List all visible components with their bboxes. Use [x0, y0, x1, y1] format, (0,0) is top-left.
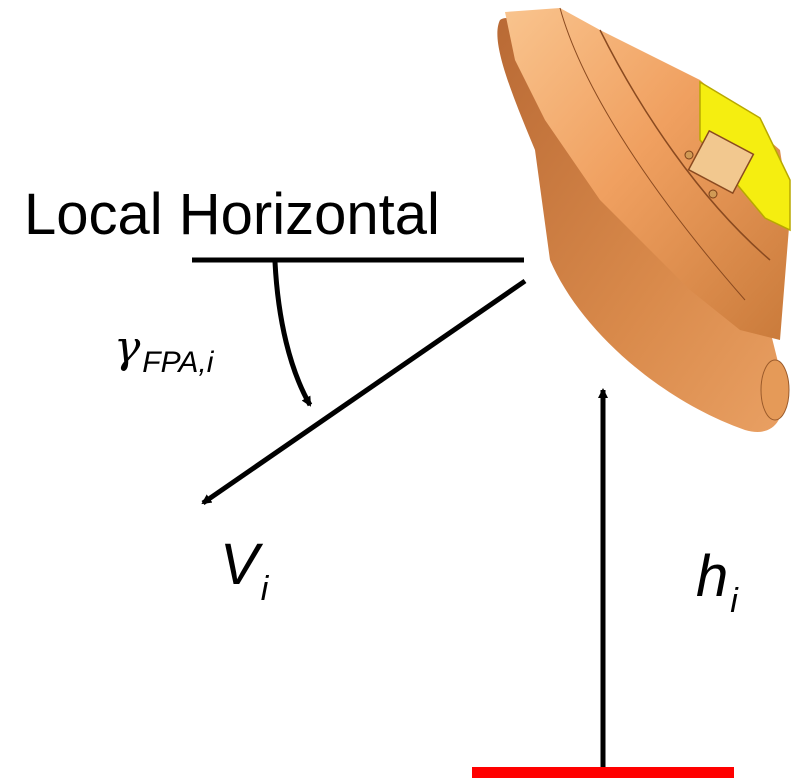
local-horizontal-label: Local Horizontal — [24, 186, 440, 244]
altitude-subscript: i — [730, 582, 738, 620]
altitude-label: hi — [696, 548, 738, 619]
capsule-bolt — [708, 189, 718, 199]
capsule-seam-line — [559, 7, 746, 301]
flight-path-angle-arc — [272, 261, 313, 407]
gamma-symbol: γ — [114, 322, 141, 373]
entry-capsule-icon — [497, 7, 791, 432]
capsule-backshell — [505, 8, 790, 340]
gamma-subscript: FPA,i — [142, 346, 214, 379]
flight-path-angle-label: γFPA,i — [114, 326, 213, 378]
capsule-hatch — [687, 129, 755, 195]
capsule-bolt — [684, 150, 694, 160]
local-horizontal-text: Local Horizontal — [24, 182, 440, 247]
velocity-vector-arrow — [201, 278, 527, 506]
planet-surface-bar — [472, 767, 734, 778]
capsule-seam-line — [599, 29, 771, 261]
velocity-symbol: V — [220, 532, 259, 597]
velocity-label: Vi — [220, 536, 268, 607]
capsule-nose — [760, 359, 790, 421]
velocity-subscript: i — [260, 570, 269, 608]
altitude-symbol: h — [696, 544, 729, 609]
